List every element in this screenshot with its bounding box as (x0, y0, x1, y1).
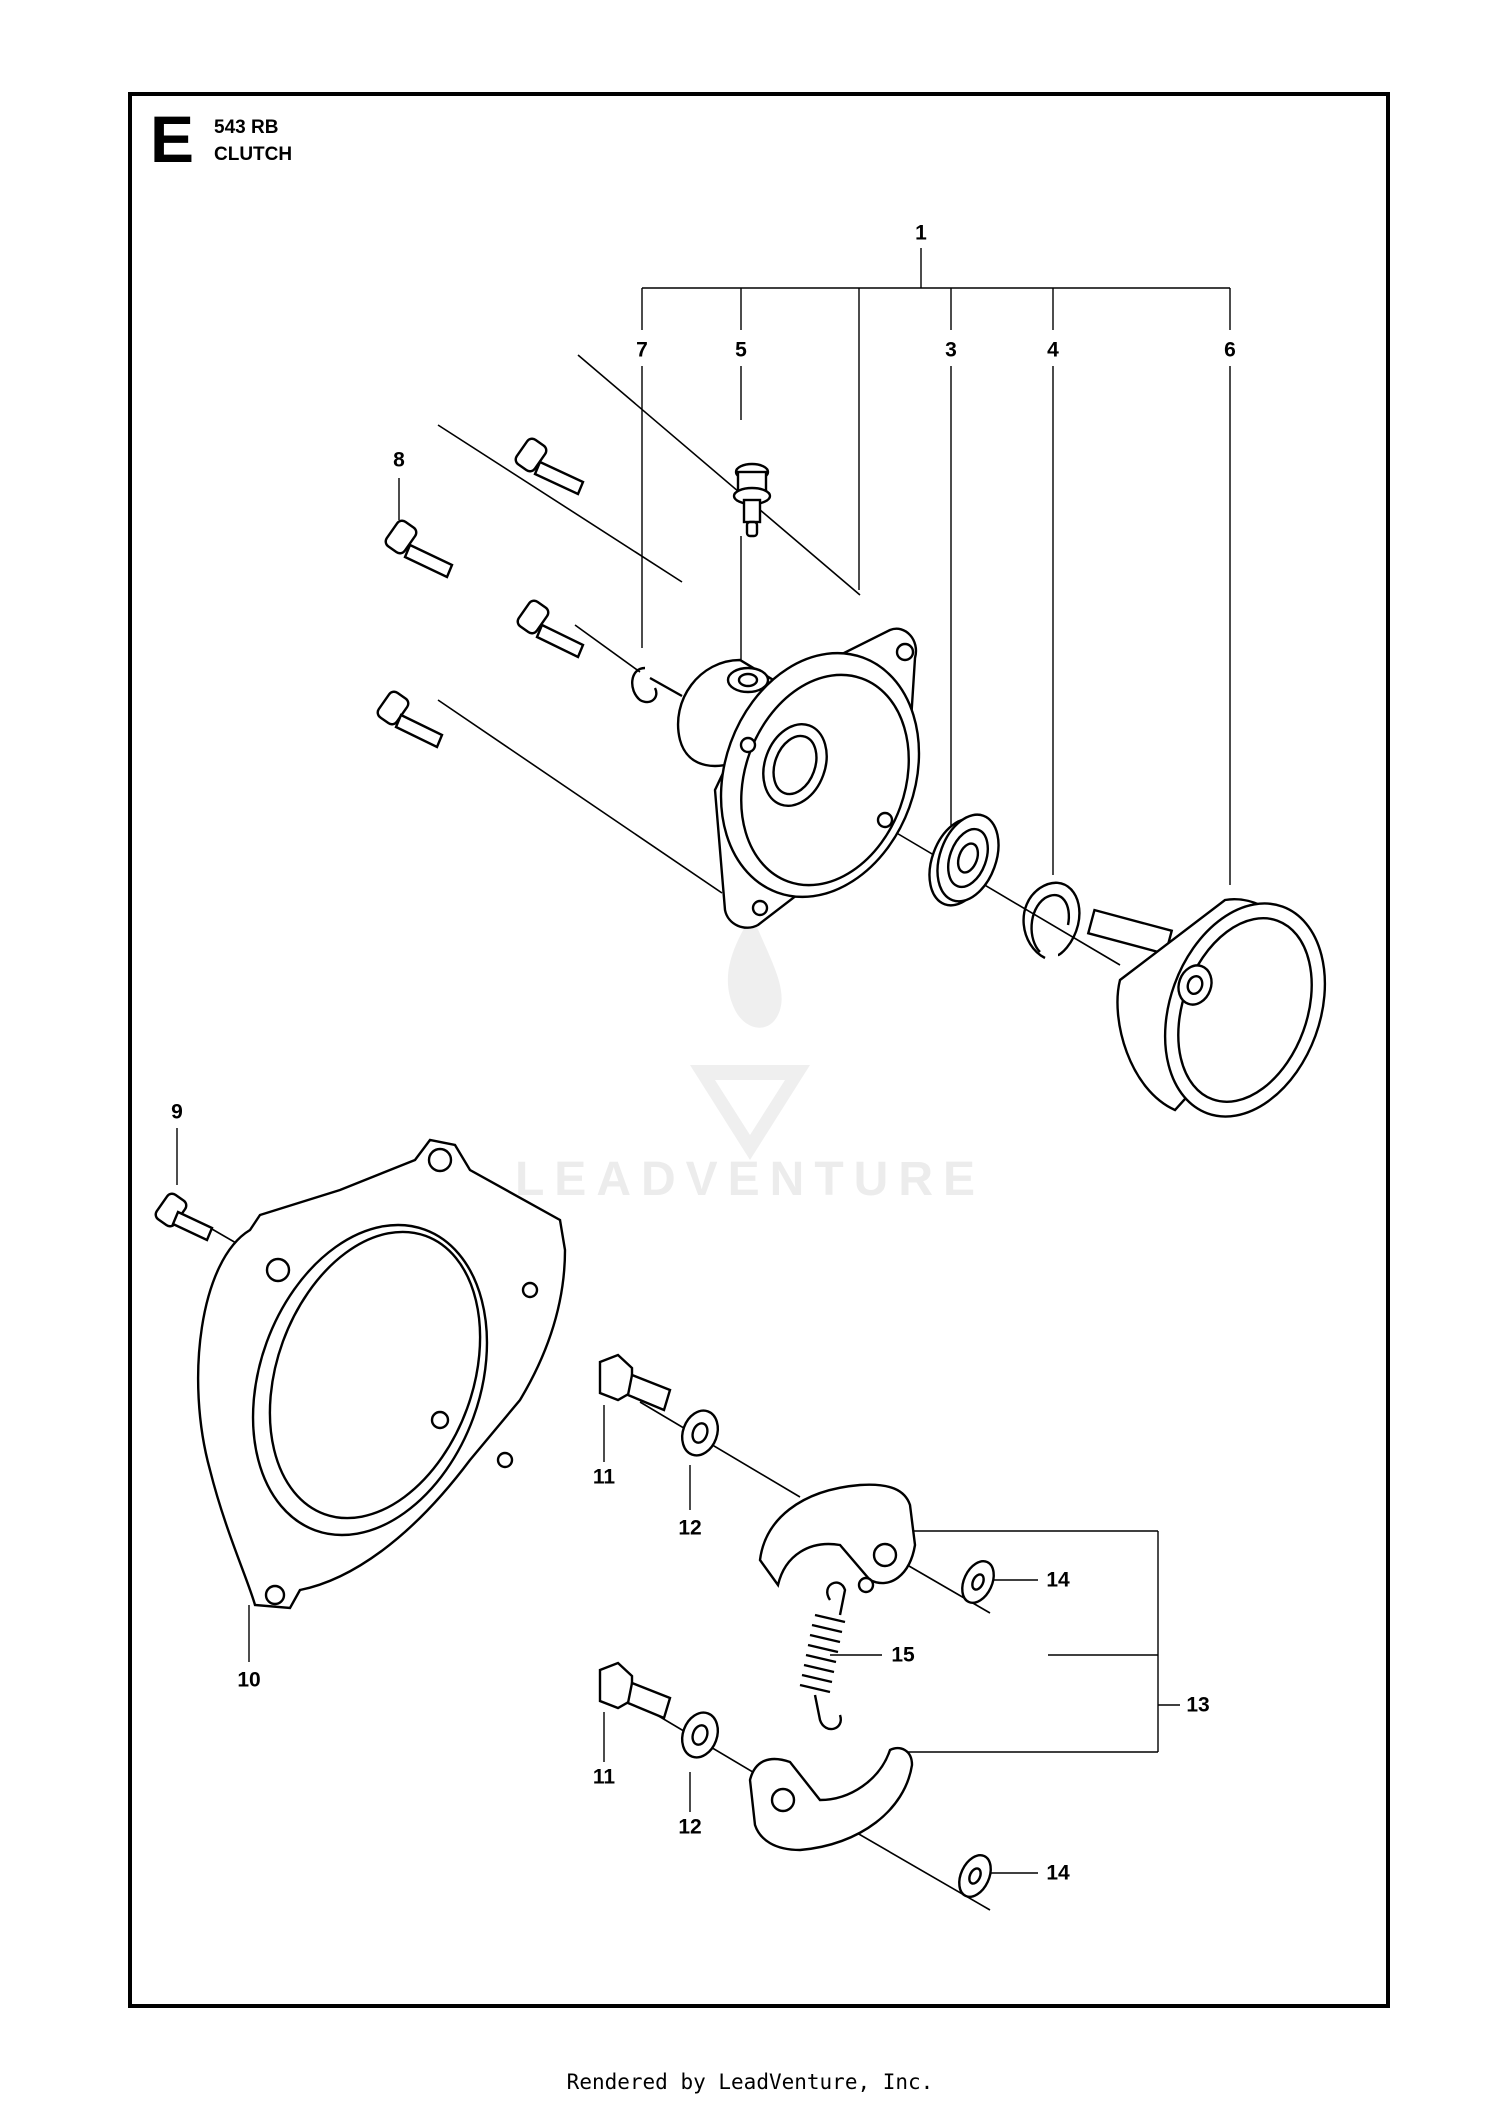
callout-part-10[interactable]: 10 (237, 1668, 261, 1692)
screw-part-8-bottom (376, 690, 444, 749)
leader-lines (176, 248, 1231, 1874)
callout-part-4[interactable]: 4 (1047, 338, 1059, 362)
grease-nipple-part-5 (732, 462, 772, 538)
callout-part-7[interactable]: 7 (636, 338, 648, 362)
screw-part-9 (154, 1192, 214, 1242)
clip-part-7 (631, 666, 683, 704)
washer-part-12-lower (680, 1711, 720, 1759)
callout-part-15[interactable]: 15 (891, 1643, 915, 1667)
circlip-part-4 (1022, 881, 1081, 960)
bearing-part-3 (928, 813, 1000, 907)
clutch-housing-part-1 (676, 627, 921, 929)
callout-part-11-upper[interactable]: 11 (592, 1465, 616, 1489)
section-title: CLUTCH (214, 144, 293, 165)
section-letter: E (150, 102, 195, 176)
clutch-cover-part-10 (196, 1138, 567, 1610)
callout-part-5[interactable]: 5 (735, 338, 747, 362)
clutch-shoe-upper (758, 1483, 917, 1594)
washer-part-12-upper (680, 1409, 720, 1457)
shoulder-bolt-part-11-lower (598, 1661, 672, 1720)
callout-part-11-lower[interactable]: 11 (592, 1765, 616, 1789)
footer-credit: Rendered by LeadVenture, Inc. (566, 2070, 934, 2094)
clutch-drum-part-6 (1086, 898, 1327, 1118)
callout-part-14-upper[interactable]: 14 (1046, 1568, 1070, 1592)
model-label: 543 RB (214, 117, 279, 138)
shoulder-bolt-part-11-upper (598, 1353, 672, 1412)
callout-part-12-lower[interactable]: 12 (678, 1815, 702, 1839)
callout-part-12-upper[interactable]: 12 (678, 1516, 702, 1540)
washer-part-14-lower (958, 1854, 992, 1898)
clutch-shoe-lower (748, 1746, 914, 1852)
screw-part-8-middle (384, 519, 454, 579)
callout-part-13[interactable]: 13 (1186, 1693, 1210, 1717)
callout-part-9[interactable]: 9 (171, 1100, 183, 1124)
washer-part-14-upper (961, 1560, 995, 1604)
callout-part-14-lower[interactable]: 14 (1046, 1861, 1070, 1885)
screw-part-8-lower (516, 599, 585, 659)
diagram-frame (128, 92, 1390, 2008)
callout-part-8[interactable]: 8 (393, 448, 405, 472)
screw-part-8-upper (514, 437, 585, 496)
watermark-text: LEADVENTURE (514, 1153, 986, 1206)
callout-part-6[interactable]: 6 (1224, 338, 1236, 362)
spring-part-15 (799, 1581, 847, 1731)
callout-part-1[interactable]: 1 (915, 221, 927, 245)
assembly-axis-lines (204, 354, 1121, 1911)
callout-part-3[interactable]: 3 (945, 338, 957, 362)
